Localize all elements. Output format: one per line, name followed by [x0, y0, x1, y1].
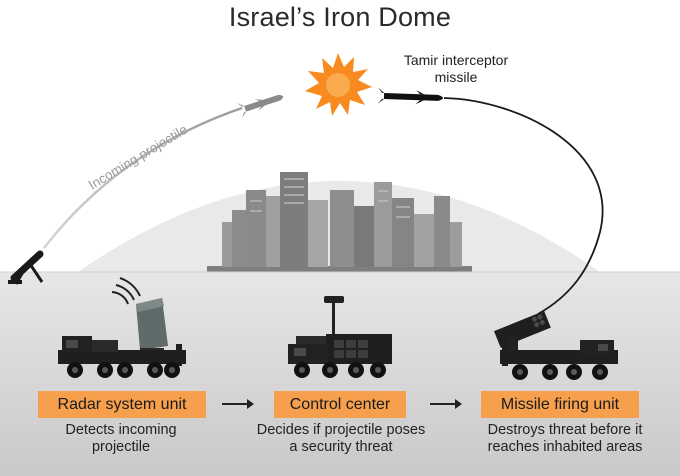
- interceptor-trajectory: [443, 97, 604, 315]
- flow-arrow-2: [430, 399, 462, 409]
- radar-truck-icon: [58, 277, 186, 378]
- interceptor-missile-icon: [377, 87, 443, 105]
- city-skyline: [207, 172, 472, 272]
- incoming-rocket-icon: [236, 94, 284, 119]
- missile-launcher-truck-icon: [494, 310, 618, 380]
- step-badge-control: Control center: [274, 391, 406, 418]
- step-badge-radar: Radar system unit: [38, 391, 206, 418]
- incoming-projectile-label: Incoming projectile: [86, 122, 190, 193]
- flow-arrow-1: [222, 399, 254, 409]
- step-description-firing: Destroys threat before it reaches inhabi…: [487, 422, 643, 455]
- incoming-trajectory: [43, 106, 243, 249]
- step-description-radar: Detects incoming projectile: [65, 422, 177, 455]
- mortar-launcher-icon: [8, 250, 44, 285]
- control-center-truck-icon: [288, 296, 392, 378]
- interceptor-label: Tamir interceptor missile: [403, 52, 509, 85]
- explosion-icon: [305, 53, 372, 116]
- step-description-control: Decides if projectile poses a security t…: [256, 422, 426, 455]
- step-badge-firing: Missile firing unit: [481, 391, 639, 418]
- page-title: Israel’s Iron Dome: [228, 2, 452, 32]
